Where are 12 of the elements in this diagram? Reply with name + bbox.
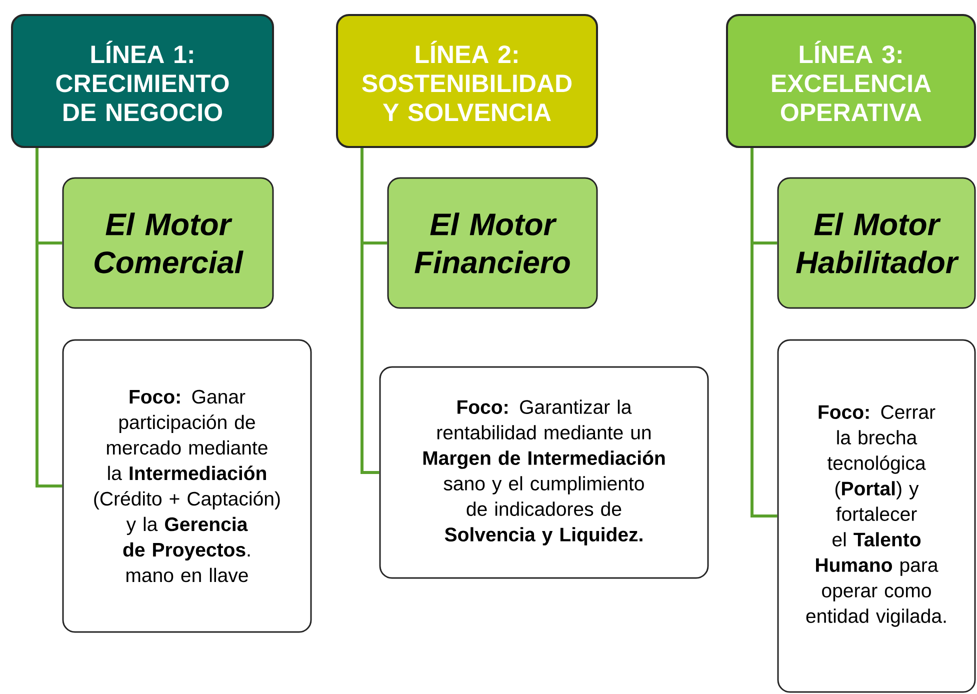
focus-box: Foco: Garantizar la rentabilidad mediante un Margen de Intermediación sano y el cumplimiento de indicadores de Solvencia y Liquidez. [379, 366, 709, 579]
connector-line [360, 148, 380, 474]
header-box: LÍNEA 3: EXCELENCIA OPERATIVA [726, 14, 976, 148]
motor-box: El Motor Habilitador [777, 177, 976, 309]
motor-box: El Motor Comercial [62, 177, 274, 309]
connector-line [36, 148, 62, 488]
connector-line [750, 148, 778, 518]
header-box: LÍNEA 2: SOSTENIBILIDAD Y SOLVENCIA [336, 14, 598, 148]
focus-box: Foco: Ganar participación de mercado mediante la Intermediación (Crédito + Captación) y la Gerencia de Proyectos. mano en llave [62, 339, 312, 633]
motor-box: El Motor Financiero [387, 177, 598, 309]
header-box: LÍNEA 1: CRECIMIENTO DE NEGOCIO [11, 14, 274, 148]
focus-box: Foco: Cerrar la brecha tecnológica (Portal) y fortalecer el Talento Humano para operar como entidad vigilada. [777, 339, 976, 693]
